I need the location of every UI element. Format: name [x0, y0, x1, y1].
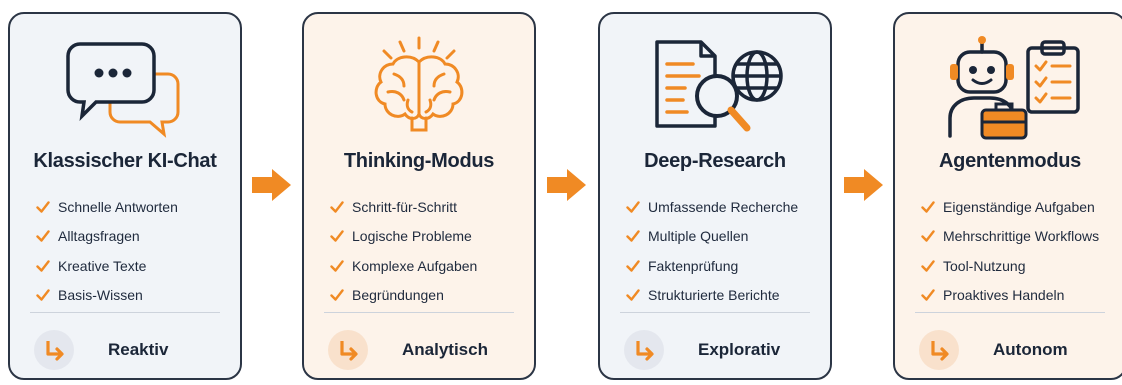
- divider: [30, 312, 220, 313]
- mode-label: Autonom: [993, 340, 1068, 359]
- feature-text: Basis-Wissen: [58, 287, 143, 304]
- stage-title: Klassischer KI-Chat: [33, 150, 217, 172]
- feature-text: Proaktives Handeln: [943, 287, 1065, 304]
- stage-title: Deep-Research: [644, 150, 786, 172]
- check-icon: [921, 201, 943, 213]
- turn-arrow-icon: [919, 330, 959, 370]
- check-icon: [626, 289, 648, 301]
- check-icon: [921, 230, 943, 242]
- list-item: Eigenständige Aufgaben: [921, 192, 1115, 222]
- feature-text: Mehrschrittige Workflows: [943, 228, 1100, 245]
- check-icon: [36, 201, 58, 213]
- divider: [324, 312, 514, 313]
- feature-text: Kreative Texte: [58, 257, 147, 274]
- stage-card-thinking: Thinking-Modus Schritt-für-Schritt Logis…: [302, 12, 536, 380]
- check-icon: [626, 230, 648, 242]
- feature-text: Alltagsfragen: [58, 228, 140, 245]
- mode-label: Analytisch: [402, 340, 488, 359]
- check-icon: [626, 260, 648, 272]
- list-item: Tool-Nutzung: [921, 251, 1115, 281]
- mode-footer: Analytisch: [328, 329, 534, 371]
- list-item: Kreative Texte: [36, 251, 230, 281]
- flow-arrow-icon: [545, 168, 587, 202]
- feature-text: Multiple Quellen: [648, 228, 749, 245]
- stage-title: Thinking-Modus: [343, 150, 495, 172]
- feature-list: Eigenständige Aufgaben Mehrschrittige Wo…: [921, 192, 1115, 310]
- feature-list: Umfassende Recherche Multiple Quellen Fa…: [626, 192, 820, 310]
- mode-label: Reaktiv: [108, 340, 169, 359]
- check-icon: [626, 201, 648, 213]
- mode-footer: Autonom: [919, 329, 1122, 371]
- check-icon: [921, 289, 943, 301]
- feature-list: Schnelle Antworten Alltagsfragen Kreativ…: [36, 192, 230, 310]
- feature-text: Begründungen: [352, 287, 444, 304]
- robot-checklist-icon: [895, 34, 1122, 144]
- feature-list: Schritt-für-Schritt Logische Probleme Ko…: [330, 192, 524, 310]
- divider: [620, 312, 810, 313]
- list-item: Mehrschrittige Workflows: [921, 222, 1115, 252]
- list-item: Schritt-für-Schritt: [330, 192, 524, 222]
- feature-text: Schritt-für-Schritt: [352, 198, 458, 215]
- list-item: Multiple Quellen: [626, 222, 820, 252]
- check-icon: [330, 230, 352, 242]
- list-item: Schnelle Antworten: [36, 192, 230, 222]
- check-icon: [330, 201, 352, 213]
- document-search-globe-icon: [600, 34, 830, 144]
- feature-text: Strukturierte Berichte: [648, 287, 780, 304]
- chat-bubbles-icon: [10, 34, 240, 144]
- turn-arrow-icon: [624, 330, 664, 370]
- feature-text: Logische Probleme: [352, 228, 472, 245]
- stage-card-agent: Agentenmodus Eigenständige Aufgaben Mehr…: [893, 12, 1122, 380]
- check-icon: [330, 289, 352, 301]
- stage-card-classic-chat: Klassischer KI-Chat Schnelle Antworten A…: [8, 12, 242, 380]
- list-item: Logische Probleme: [330, 222, 524, 252]
- list-item: Begründungen: [330, 281, 524, 311]
- feature-text: Tool-Nutzung: [943, 257, 1026, 274]
- mode-footer: Explorativ: [624, 329, 830, 371]
- check-icon: [36, 230, 58, 242]
- list-item: Alltagsfragen: [36, 222, 230, 252]
- feature-text: Faktenprüfung: [648, 257, 739, 274]
- turn-arrow-icon: [34, 330, 74, 370]
- mode-label: Explorativ: [698, 340, 781, 359]
- list-item: Basis-Wissen: [36, 281, 230, 311]
- mode-footer: Reaktiv: [34, 329, 240, 371]
- feature-text: Komplexe Aufgaben: [352, 257, 478, 274]
- check-icon: [36, 260, 58, 272]
- check-icon: [36, 289, 58, 301]
- flow-arrow-icon: [250, 168, 292, 202]
- flow-arrow-icon: [842, 168, 884, 202]
- check-icon: [330, 260, 352, 272]
- divider: [915, 312, 1105, 313]
- list-item: Strukturierte Berichte: [626, 281, 820, 311]
- feature-text: Umfassende Recherche: [648, 198, 799, 215]
- list-item: Proaktives Handeln: [921, 281, 1115, 311]
- feature-text: Eigenständige Aufgaben: [943, 198, 1095, 215]
- stage-title: Agentenmodus: [939, 150, 1081, 172]
- feature-text: Schnelle Antworten: [58, 198, 178, 215]
- turn-arrow-icon: [328, 330, 368, 370]
- stage-card-deep-research: Deep-Research Umfassende Recherche Multi…: [598, 12, 832, 380]
- brain-icon: [304, 34, 534, 144]
- list-item: Faktenprüfung: [626, 251, 820, 281]
- check-icon: [921, 260, 943, 272]
- list-item: Komplexe Aufgaben: [330, 251, 524, 281]
- list-item: Umfassende Recherche: [626, 192, 820, 222]
